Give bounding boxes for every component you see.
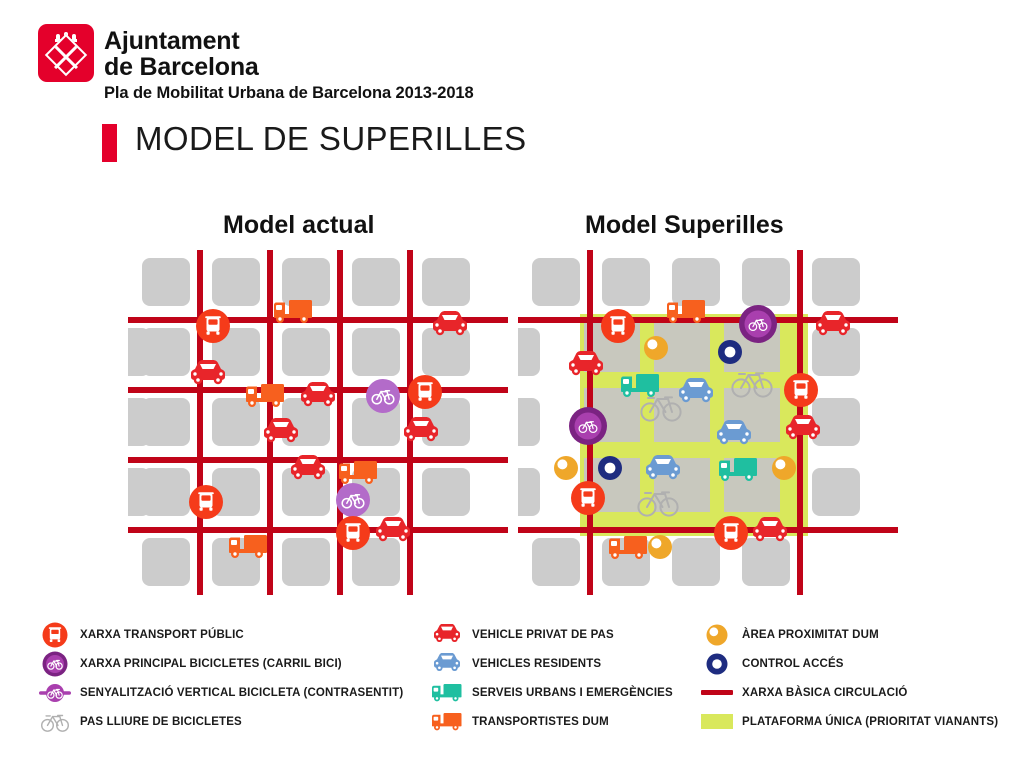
legend-item-plataforma-unica: PLATAFORMA ÚNICA (PRIORITAT VIANANTS) [700, 707, 1020, 736]
legend-label: CONTROL ACCÉS [742, 657, 844, 670]
markers-layer [554, 300, 850, 559]
bike-circle-dark-icon [739, 305, 777, 343]
access-control-icon [718, 340, 742, 364]
truck-orange-icon [246, 384, 284, 407]
plan-subtitle: Pla de Mobilitat Urbana de Barcelona 201… [104, 84, 474, 102]
legend-item-vehicles-residents: VEHICLES RESIDENTS [430, 649, 705, 678]
legend-label: TRANSPORTISTES DUM [472, 715, 609, 728]
bike-sign-contraflow-icon [38, 679, 72, 706]
legend-item-pas-lliure-bicicletes: PAS LLIURE DE BICICLETES [38, 707, 428, 736]
legend-item-area-proximitat-dum: ÀREA PROXIMITAT DUM [700, 620, 1020, 649]
outer-city-blocks-layer [518, 258, 860, 586]
legend-label: PLATAFORMA ÚNICA (PRIORITAT VIANANTS) [742, 715, 999, 728]
legend-label: XARXA TRANSPORT PÚBLIC [80, 628, 244, 641]
shield-icon [44, 34, 88, 77]
green-box-swatch [700, 708, 734, 735]
organization-line-1: Ajuntament [104, 27, 240, 55]
legend-label: XARXA BÀSICA CIRCULACIÓ [742, 686, 908, 699]
bus-circle-icon [189, 485, 223, 519]
bike-circle-purple-icon [366, 379, 400, 413]
car-red-icon [376, 517, 410, 542]
legend-item-xarxa-principal-bicicletes: XARXA PRINCIPAL BICICLETES (CARRIL BICI) [38, 649, 428, 678]
legend-item-serveis-urbans: SERVEIS URBANS I EMERGÈNCIES [430, 678, 705, 707]
bus-circle-icon [408, 375, 442, 409]
dum-circle-icon [772, 456, 796, 480]
legend-item-transportistes-dum: TRANSPORTISTES DUM [430, 707, 705, 736]
bus-circle-icon [196, 309, 230, 343]
legend-column-3: ÀREA PROXIMITAT DUM CONTROL ACCÉS XARXA … [700, 620, 1020, 736]
legend-item-control-acces: CONTROL ACCÉS [700, 649, 1020, 678]
access-control-icon [700, 650, 734, 677]
legend-item-xarxa-basica-circulacio: XARXA BÀSICA CIRCULACIÓ [700, 678, 1020, 707]
bus-circle-icon [38, 621, 72, 648]
legend-label: XARXA PRINCIPAL BICICLETES (CARRIL BICI) [80, 657, 342, 670]
organization-name: Ajuntament de Barcelona [104, 28, 259, 80]
bike-outline-icon [38, 708, 72, 735]
superblock-inner-blocks-layer [584, 318, 780, 512]
truck-orange-icon [430, 708, 464, 735]
page-title: MODEL DE SUPERILLES [135, 120, 527, 157]
bus-circle-icon [714, 516, 748, 550]
legend-column-2: VEHICLE PRIVAT DE PAS VEHICLES RESIDENTS [430, 620, 705, 736]
markers-layer [189, 300, 467, 558]
legend-label: VEHICLES RESIDENTS [472, 657, 602, 670]
diagram-model-actual [128, 250, 508, 595]
legend-item-vehicle-privat-de-pas: VEHICLE PRIVAT DE PAS [430, 620, 705, 649]
legend-label: SENYALITZACIÓ VERTICAL BICICLETA (CONTRA… [80, 686, 404, 699]
panel-title-model-actual: Model actual [223, 211, 375, 239]
legend-item-senyalitzacio-vertical: SENYALITZACIÓ VERTICAL BICICLETA (CONTRA… [38, 678, 428, 707]
diagram-model-superilles [518, 250, 898, 595]
bike-circle-dark-icon [569, 407, 607, 445]
bike-circle-purple-icon [38, 650, 72, 677]
red-line-swatch [700, 679, 734, 706]
page-header: Ajuntament de Barcelona Pla de Mobilitat… [0, 0, 1024, 162]
bus-circle-icon [571, 481, 605, 515]
legend-column-1: XARXA TRANSPORT PÚBLIC XARXA PRINCIPAL B… [38, 620, 428, 736]
barcelona-coat-of-arms-icon [38, 24, 94, 82]
car-blue-icon [430, 650, 464, 677]
dum-circle-icon [648, 535, 672, 559]
truck-teal-icon [430, 679, 464, 706]
bike-circle-purple-icon [336, 483, 370, 517]
panel-title-model-superilles: Model Superilles [585, 211, 784, 239]
legend-label: ÀREA PROXIMITAT DUM [742, 628, 879, 641]
dum-circle-icon [700, 621, 734, 648]
access-control-icon [598, 456, 622, 480]
bus-circle-icon [601, 309, 635, 343]
legend-label: VEHICLE PRIVAT DE PAS [472, 628, 614, 641]
car-red-icon [430, 621, 464, 648]
dum-circle-icon [644, 336, 668, 360]
organization-line-2: de Barcelona [104, 53, 259, 81]
bus-circle-icon [784, 373, 818, 407]
bus-circle-icon [336, 516, 370, 550]
legend-label: SERVEIS URBANS I EMERGÈNCIES [472, 686, 673, 699]
title-accent-bar [102, 124, 117, 162]
legend: XARXA TRANSPORT PÚBLIC XARXA PRINCIPAL B… [0, 620, 1024, 740]
legend-item-xarxa-transport-public: XARXA TRANSPORT PÚBLIC [38, 620, 428, 649]
legend-label: PAS LLIURE DE BICICLETES [80, 715, 242, 728]
dum-circle-icon [554, 456, 578, 480]
